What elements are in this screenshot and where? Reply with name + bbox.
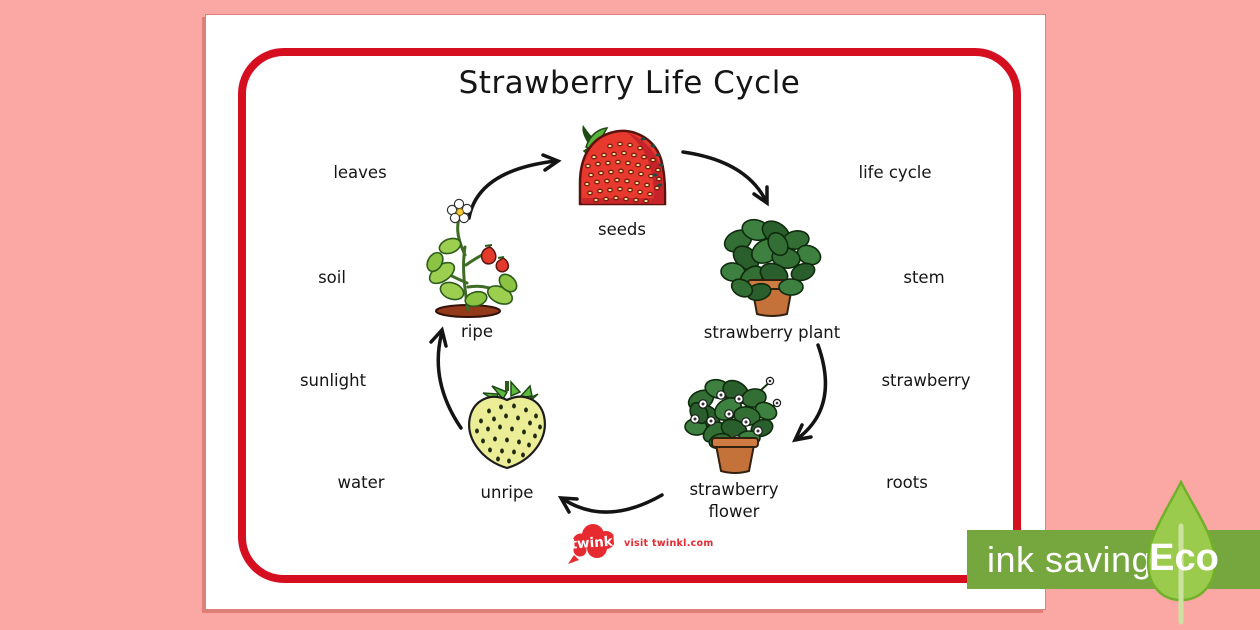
ripe-berries bbox=[480, 244, 509, 273]
life-cycle-diagram: twinkl visit twinkl.com bbox=[426, 125, 828, 564]
word-roots: roots bbox=[886, 473, 928, 492]
twinkl-logo: twinkl visit twinkl.com bbox=[568, 524, 714, 564]
ripe-flower bbox=[446, 198, 473, 224]
ripe-plant-illustration bbox=[426, 198, 518, 318]
ink-saving-label: ink saving bbox=[987, 539, 1153, 580]
strawberry-plant-illustration bbox=[720, 218, 822, 317]
stage-label-flower: strawberry flower bbox=[669, 479, 799, 523]
eco-badge-label: Eco bbox=[1149, 537, 1219, 579]
arrow-plant-to-flower bbox=[791, 343, 828, 443]
word-strawberry: strawberry bbox=[881, 371, 971, 390]
stage-label-unripe: unripe bbox=[480, 483, 534, 502]
red-rounded-frame bbox=[238, 48, 1021, 583]
stage-label-seeds: seeds bbox=[598, 220, 646, 239]
worksheet-page: Strawberry Life Cycle leaves soil sunlig… bbox=[205, 14, 1046, 610]
arrow-seeds-to-plant bbox=[681, 150, 769, 207]
stage-label-plant: strawberry plant bbox=[703, 323, 841, 342]
stage-label-ripe: ripe bbox=[461, 322, 493, 341]
page-title: Strawberry Life Cycle bbox=[458, 65, 801, 101]
twinkl-visit-text: visit twinkl.com bbox=[624, 538, 714, 549]
arrow-ripe-to-seeds bbox=[467, 153, 562, 220]
stage-label-flower-line2: flower bbox=[708, 502, 760, 521]
word-stem: stem bbox=[903, 268, 945, 287]
stage-label-flower-line1: strawberry bbox=[689, 480, 779, 499]
word-life-cycle: life cycle bbox=[858, 163, 932, 182]
seeds-strawberry-illustration bbox=[578, 125, 667, 206]
word-soil: soil bbox=[318, 268, 346, 287]
word-sunlight: sunlight bbox=[299, 371, 367, 390]
twinkl-logo-text: twinkl bbox=[570, 533, 618, 552]
strawberry-flower-illustration bbox=[684, 376, 782, 474]
unripe-strawberry-illustration bbox=[468, 380, 546, 470]
word-water: water bbox=[337, 473, 385, 492]
arrow-flower-to-unripe bbox=[557, 493, 664, 514]
eco-leaf-icon bbox=[1146, 479, 1217, 625]
word-leaves: leaves bbox=[333, 163, 387, 182]
arrow-unripe-to-ripe bbox=[429, 326, 463, 430]
